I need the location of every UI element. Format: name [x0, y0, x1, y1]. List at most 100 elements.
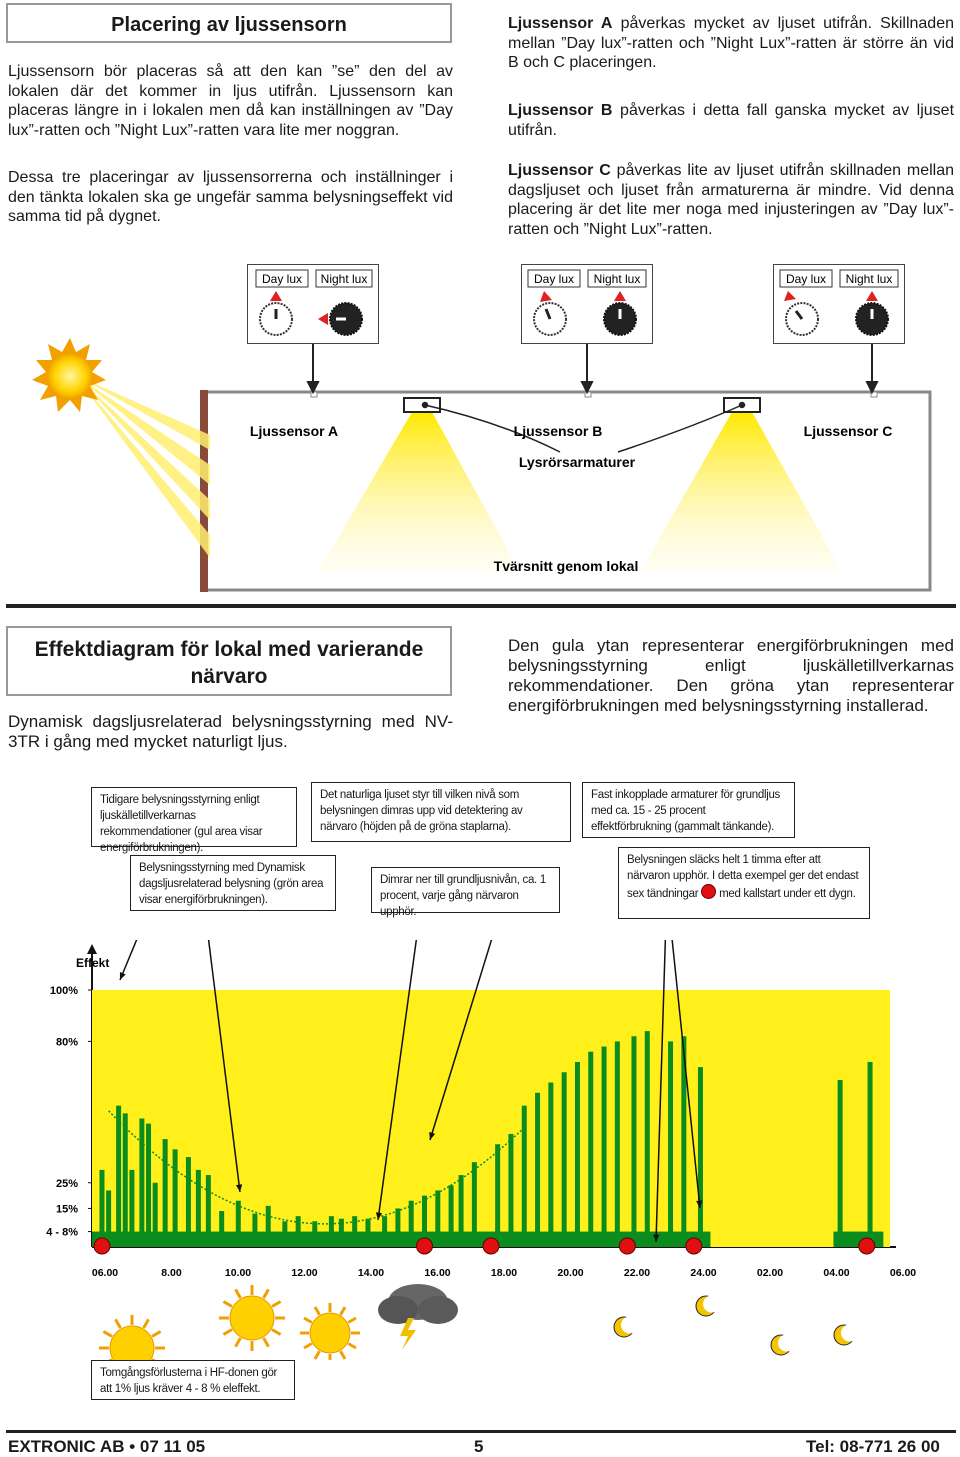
green-bar	[602, 1047, 607, 1247]
placement-paragraph: Ljussensorn bör placeras så att den kan …	[8, 62, 453, 140]
sensor-b-paragraph: Ljussensor B påverkas i detta fall gansk…	[508, 101, 954, 140]
x-tick-label: 02.00	[757, 1267, 783, 1279]
sun-ray	[264, 1338, 269, 1347]
green-bar	[508, 1134, 513, 1247]
room-cross-section: Ljussensor A Ljussensor B Ljussensor C L…	[0, 330, 960, 600]
sun-ray	[236, 1338, 241, 1347]
yellow-area-rect	[92, 990, 890, 1247]
room-wall	[200, 390, 208, 592]
day-lux-label: Day lux	[262, 272, 302, 286]
green-bar	[139, 1119, 144, 1248]
sun-ray	[348, 1344, 356, 1349]
red-dot-icon	[483, 1238, 499, 1254]
sun-ray	[315, 1307, 320, 1315]
night-lux-arrow-icon	[866, 291, 878, 301]
green-bar	[615, 1041, 620, 1247]
red-dot-icon	[94, 1238, 110, 1254]
night-lux-label: Night lux	[846, 272, 893, 286]
day-lux-label: Day lux	[534, 272, 574, 286]
night-lux-label: Night lux	[594, 272, 641, 286]
night-lux-label: Night lux	[321, 272, 368, 286]
green-bar	[163, 1139, 168, 1247]
note-dynamic-control: Belysningsstyrning med Dynamisk dagsljus…	[130, 855, 336, 911]
x-tick-label: 18.00	[491, 1267, 517, 1279]
sun-ray	[152, 1332, 161, 1337]
green-bar	[522, 1106, 527, 1247]
section-title: Placering av ljussensorn	[6, 3, 452, 43]
green-bar	[668, 1041, 673, 1247]
green-bar	[588, 1052, 593, 1247]
note-previous-control: Tidigare belysningsstyrning enligt ljusk…	[91, 787, 297, 847]
sensor-c-paragraph: Ljussensor C påverkas lite av ljuset uti…	[508, 161, 954, 239]
x-tick-label: 12.00	[291, 1267, 317, 1279]
note-fixed-fixtures: Fast inkopplade armaturer för grundljus …	[582, 782, 795, 838]
note-leader-line	[120, 940, 175, 980]
red-dot-icon	[417, 1238, 433, 1254]
red-dot-icon	[686, 1238, 702, 1254]
green-bar	[838, 1080, 843, 1247]
fixtures-label: Lysrörsarmaturer	[519, 454, 636, 470]
sun-ray	[223, 1302, 232, 1307]
sun-icon	[219, 1285, 285, 1351]
y-tick-label: 15%	[56, 1203, 78, 1215]
sensor-a-room-label: Ljussensor A	[250, 423, 338, 439]
red-dot-icon	[619, 1238, 635, 1254]
green-bar	[645, 1031, 650, 1247]
x-tick-label: 20.00	[557, 1267, 583, 1279]
green-bar	[548, 1083, 553, 1247]
cloud-part	[418, 1296, 458, 1324]
sensor-b-label: Ljussensor B	[508, 102, 612, 119]
note-dim-down: Dimrar ner till grundljusnivån, ca. 1 pr…	[371, 867, 560, 913]
sun-ray	[315, 1351, 320, 1359]
night-lux-arrow-icon	[318, 313, 328, 325]
effekt-subtitle: Dynamisk dagsljusrelaterad belysningssty…	[8, 712, 453, 752]
sensor-a-label: Ljussensor A	[508, 15, 612, 32]
y-tick-label: 25%	[56, 1178, 78, 1190]
sun-disc	[110, 1326, 154, 1360]
note-natural-light: Det naturliga ljuset styr till vilken ni…	[311, 782, 571, 842]
thunder-cloud-icon	[378, 1284, 458, 1350]
sun-ray	[348, 1318, 356, 1323]
chart-weather-icons	[99, 1284, 858, 1360]
sun-ray	[272, 1330, 281, 1335]
green-bar	[575, 1062, 580, 1247]
sun-icon	[300, 1303, 360, 1360]
day-lux-arrow-icon	[784, 291, 796, 301]
note-leader-arrow-icon	[120, 972, 126, 980]
sun-ray	[304, 1318, 312, 1323]
moon-icon	[834, 1325, 858, 1346]
day-lux-arrow-icon	[540, 291, 552, 302]
note-switch-off: Belysningen släcks helt 1 timma efter at…	[618, 847, 870, 919]
effekt-description: Den gula ytan representerar energiförbru…	[508, 636, 954, 716]
red-dot-icon	[859, 1238, 875, 1254]
green-bar	[116, 1106, 121, 1247]
sensor-a-paragraph: Ljussensor A påverkas mycket av ljuset u…	[508, 14, 954, 73]
sun-disc	[310, 1313, 350, 1353]
day-lux-label: Day lux	[786, 272, 826, 286]
y-axis-arrow-icon	[87, 944, 97, 954]
y-tick-label: 4 - 8%	[46, 1227, 78, 1239]
sun-ray	[236, 1289, 241, 1298]
note-switch-off-text-2: med kallstart under ett dygn.	[719, 888, 855, 900]
green-bar	[123, 1113, 128, 1247]
red-dot-icon	[701, 884, 716, 899]
chart-yellow-area	[92, 990, 890, 1247]
sun-ray	[272, 1302, 281, 1307]
moon-icon	[771, 1335, 795, 1356]
footer-phone: Tel: 08-771 26 00	[806, 1437, 940, 1457]
x-tick-label: 16.00	[424, 1267, 450, 1279]
sun-ray	[116, 1319, 121, 1328]
x-tick-label: 10.00	[225, 1267, 251, 1279]
x-tick-label: 06.00	[890, 1267, 916, 1279]
green-bar	[698, 1067, 703, 1247]
y-tick-label: 100%	[50, 985, 78, 997]
day-lux-arrow-icon	[270, 291, 282, 301]
moon-cut	[703, 1296, 720, 1313]
x-tick-label: 06.00	[92, 1267, 118, 1279]
footer-company: EXTRONIC AB • 07 11 05	[8, 1437, 205, 1457]
baseline-bar	[92, 1232, 710, 1247]
sensor-b-marker	[585, 392, 591, 397]
sensor-c-label: Ljussensor C	[508, 162, 611, 179]
green-bar	[562, 1072, 567, 1247]
